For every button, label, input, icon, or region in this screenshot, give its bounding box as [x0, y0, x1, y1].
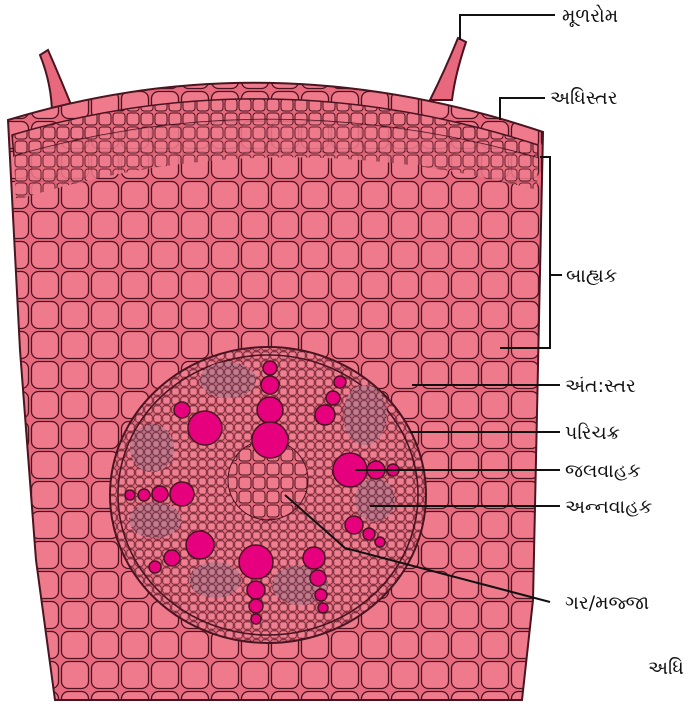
- label-root-hair: મૂળરોમ: [562, 5, 618, 27]
- root-hair-right: [430, 38, 466, 100]
- leader-root-hair: [460, 15, 555, 40]
- label-phloem: અન્નવાહક: [565, 496, 652, 518]
- label-pericycle: પરિચક્ર: [565, 422, 620, 444]
- label-cortex: બાહ્યક: [566, 265, 617, 287]
- label-cut-off: અધિ: [648, 657, 684, 679]
- label-pith: ગર/મજ્જા: [565, 592, 649, 614]
- label-xylem: જલવાહક: [565, 460, 641, 482]
- label-epidermis: અધિસ્તર: [550, 87, 618, 109]
- leader-epidermis: [500, 98, 545, 120]
- label-endodermis: અંત:સ્તર: [565, 375, 636, 397]
